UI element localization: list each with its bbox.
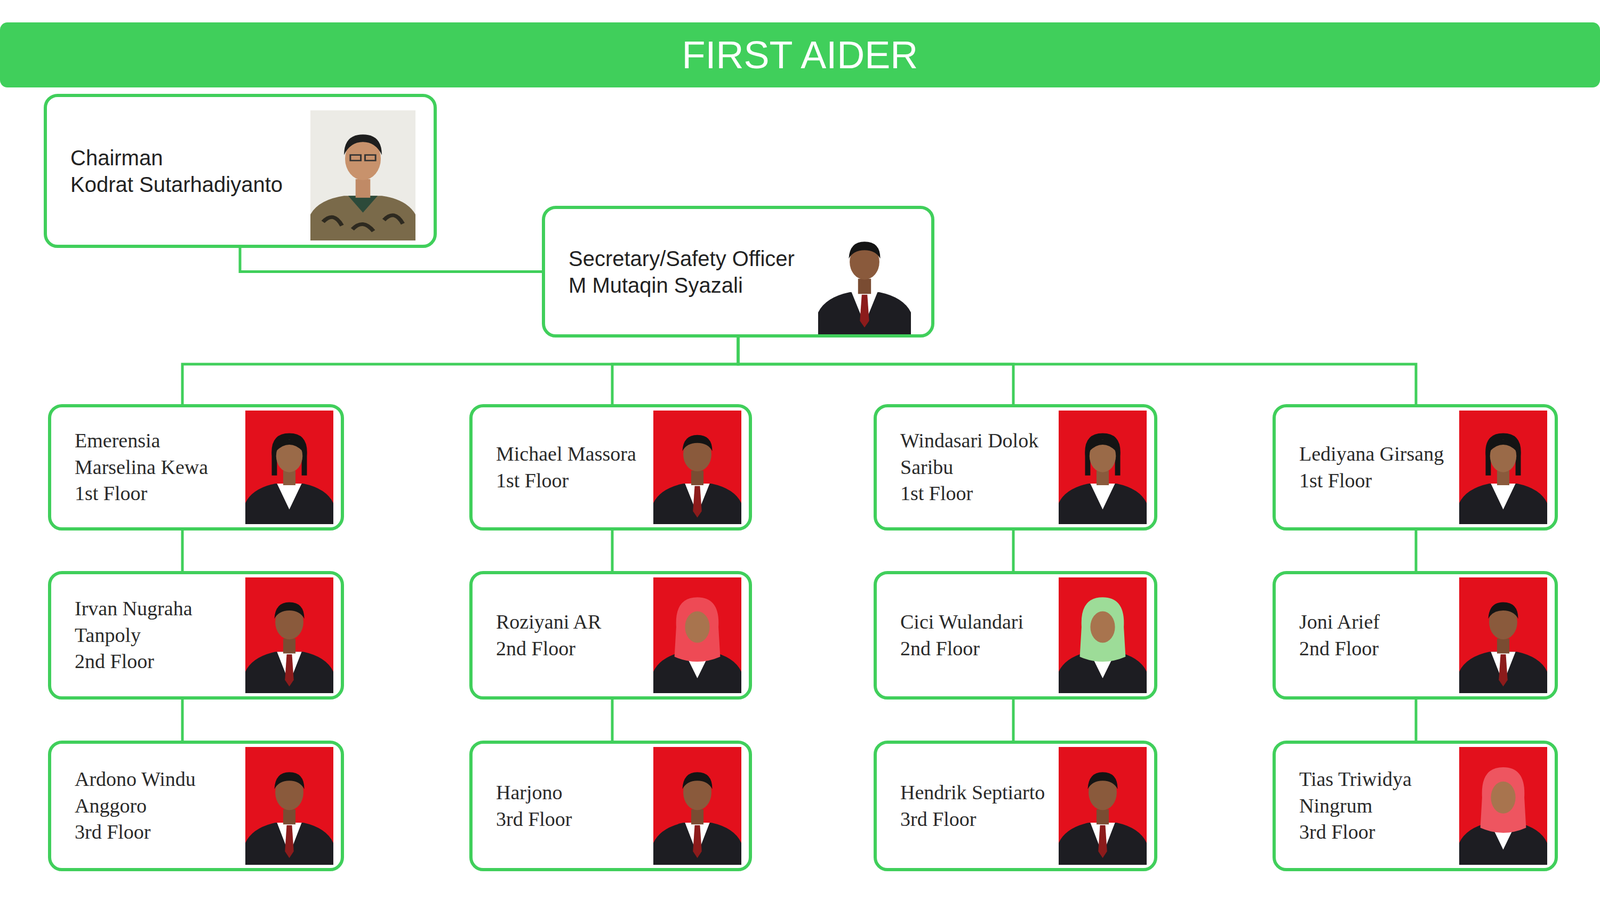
portrait <box>245 433 334 525</box>
portrait <box>245 772 334 866</box>
portrait <box>1058 597 1147 694</box>
portrait <box>1459 602 1548 694</box>
org-connector <box>1012 699 1015 741</box>
portrait <box>310 134 416 241</box>
photo-background <box>1058 410 1147 525</box>
photo-background <box>1058 577 1147 694</box>
person-name: Cici Wulandari <box>900 609 1047 636</box>
person-name: Michael Massora <box>496 441 642 468</box>
person-name: Hendrik Septiarto <box>900 779 1047 806</box>
first-aider-box: Hendrik Septiarto3rd Floor <box>873 740 1158 872</box>
org-connector <box>1414 699 1418 741</box>
portrait <box>1459 767 1548 866</box>
portrait <box>1058 433 1147 525</box>
first-aider-box: Harjono3rd Floor <box>469 740 752 872</box>
title-band: FIRST AIDER <box>0 22 1600 88</box>
person-role: Secretary/Safety Officer <box>568 245 807 272</box>
photo-background <box>310 110 416 241</box>
photo-background <box>653 410 742 525</box>
photo-background <box>1459 577 1548 694</box>
floor-label: 1st Floor <box>1299 467 1448 494</box>
org-connector <box>1414 530 1418 572</box>
floor-label: 3rd Floor <box>74 819 234 846</box>
portrait <box>1058 772 1147 866</box>
floor-label: 2nd Floor <box>496 635 642 662</box>
floor-label: 2nd Floor <box>74 648 234 675</box>
floor-label: 1st Floor <box>74 480 234 507</box>
person-name: Windasari Dolok Saribu <box>900 427 1047 481</box>
person-name: Tias Triwidya Ningrum <box>1299 766 1448 820</box>
photo-background <box>653 577 742 694</box>
officer-box: ChairmanKodrat Sutarhadiyanto <box>43 93 437 248</box>
portrait <box>653 772 742 866</box>
org-connector <box>1012 530 1015 572</box>
portrait <box>653 435 742 525</box>
org-connector <box>738 337 1014 405</box>
first-aider-box: Tias Triwidya Ningrum3rd Floor <box>1272 740 1558 872</box>
person-name: M Mutaqin Syazali <box>568 272 807 299</box>
org-connector <box>181 530 184 572</box>
portrait <box>818 241 911 335</box>
first-aider-box: Ardono Windu Anggoro3rd Floor <box>48 740 344 872</box>
person-name: Joni Arief <box>1299 609 1448 636</box>
photo-background <box>245 577 334 694</box>
person-name: Roziyani AR <box>496 609 642 636</box>
photo-background <box>1459 410 1548 525</box>
org-connector <box>612 337 739 405</box>
person-name: Irvan Nugraha Tanpoly <box>74 595 234 649</box>
floor-label: 1st Floor <box>900 480 1047 507</box>
portrait <box>1459 433 1548 525</box>
person-name: Emerensia Marselina Kewa <box>74 427 234 481</box>
photo-background <box>1058 747 1147 866</box>
photo-background <box>653 747 742 866</box>
first-aider-box: Michael Massora1st Floor <box>469 404 752 531</box>
person-name: Lediyana Girsang <box>1299 441 1448 468</box>
floor-label: 3rd Floor <box>900 806 1047 833</box>
portrait <box>653 597 742 694</box>
org-connector <box>182 337 739 405</box>
floor-label: 2nd Floor <box>900 635 1047 662</box>
person-role: Chairman <box>70 144 299 172</box>
first-aider-box: Emerensia Marselina Kewa1st Floor <box>48 404 344 531</box>
floor-label: 3rd Floor <box>496 806 642 833</box>
portrait <box>245 602 334 694</box>
officer-box: Secretary/Safety OfficerM Mutaqin Syazal… <box>541 205 935 338</box>
first-aider-box: Irvan Nugraha Tanpoly2nd Floor <box>48 571 344 700</box>
first-aider-box: Lediyana Girsang1st Floor <box>1272 404 1558 531</box>
org-connector <box>738 337 1416 405</box>
org-connector <box>181 699 184 741</box>
person-name: Ardono Windu Anggoro <box>74 766 234 820</box>
org-connector <box>611 699 614 741</box>
first-aider-box: Roziyani AR2nd Floor <box>469 571 752 700</box>
first-aider-box: Cici Wulandari2nd Floor <box>873 571 1158 700</box>
photo-background <box>1459 747 1548 866</box>
floor-label: 3rd Floor <box>1299 819 1448 846</box>
person-name: Kodrat Sutarhadiyanto <box>70 171 299 198</box>
org-connector <box>240 248 542 272</box>
diagram-title: FIRST AIDER <box>682 33 919 77</box>
first-aider-box: Windasari Dolok Saribu1st Floor <box>873 404 1158 531</box>
first-aider-box: Joni Arief2nd Floor <box>1272 571 1558 700</box>
photo-background <box>245 747 334 866</box>
floor-label: 1st Floor <box>496 467 642 494</box>
person-name: Harjono <box>496 779 642 806</box>
floor-label: 2nd Floor <box>1299 635 1448 662</box>
org-connector <box>611 530 614 572</box>
photo-background <box>245 410 334 525</box>
